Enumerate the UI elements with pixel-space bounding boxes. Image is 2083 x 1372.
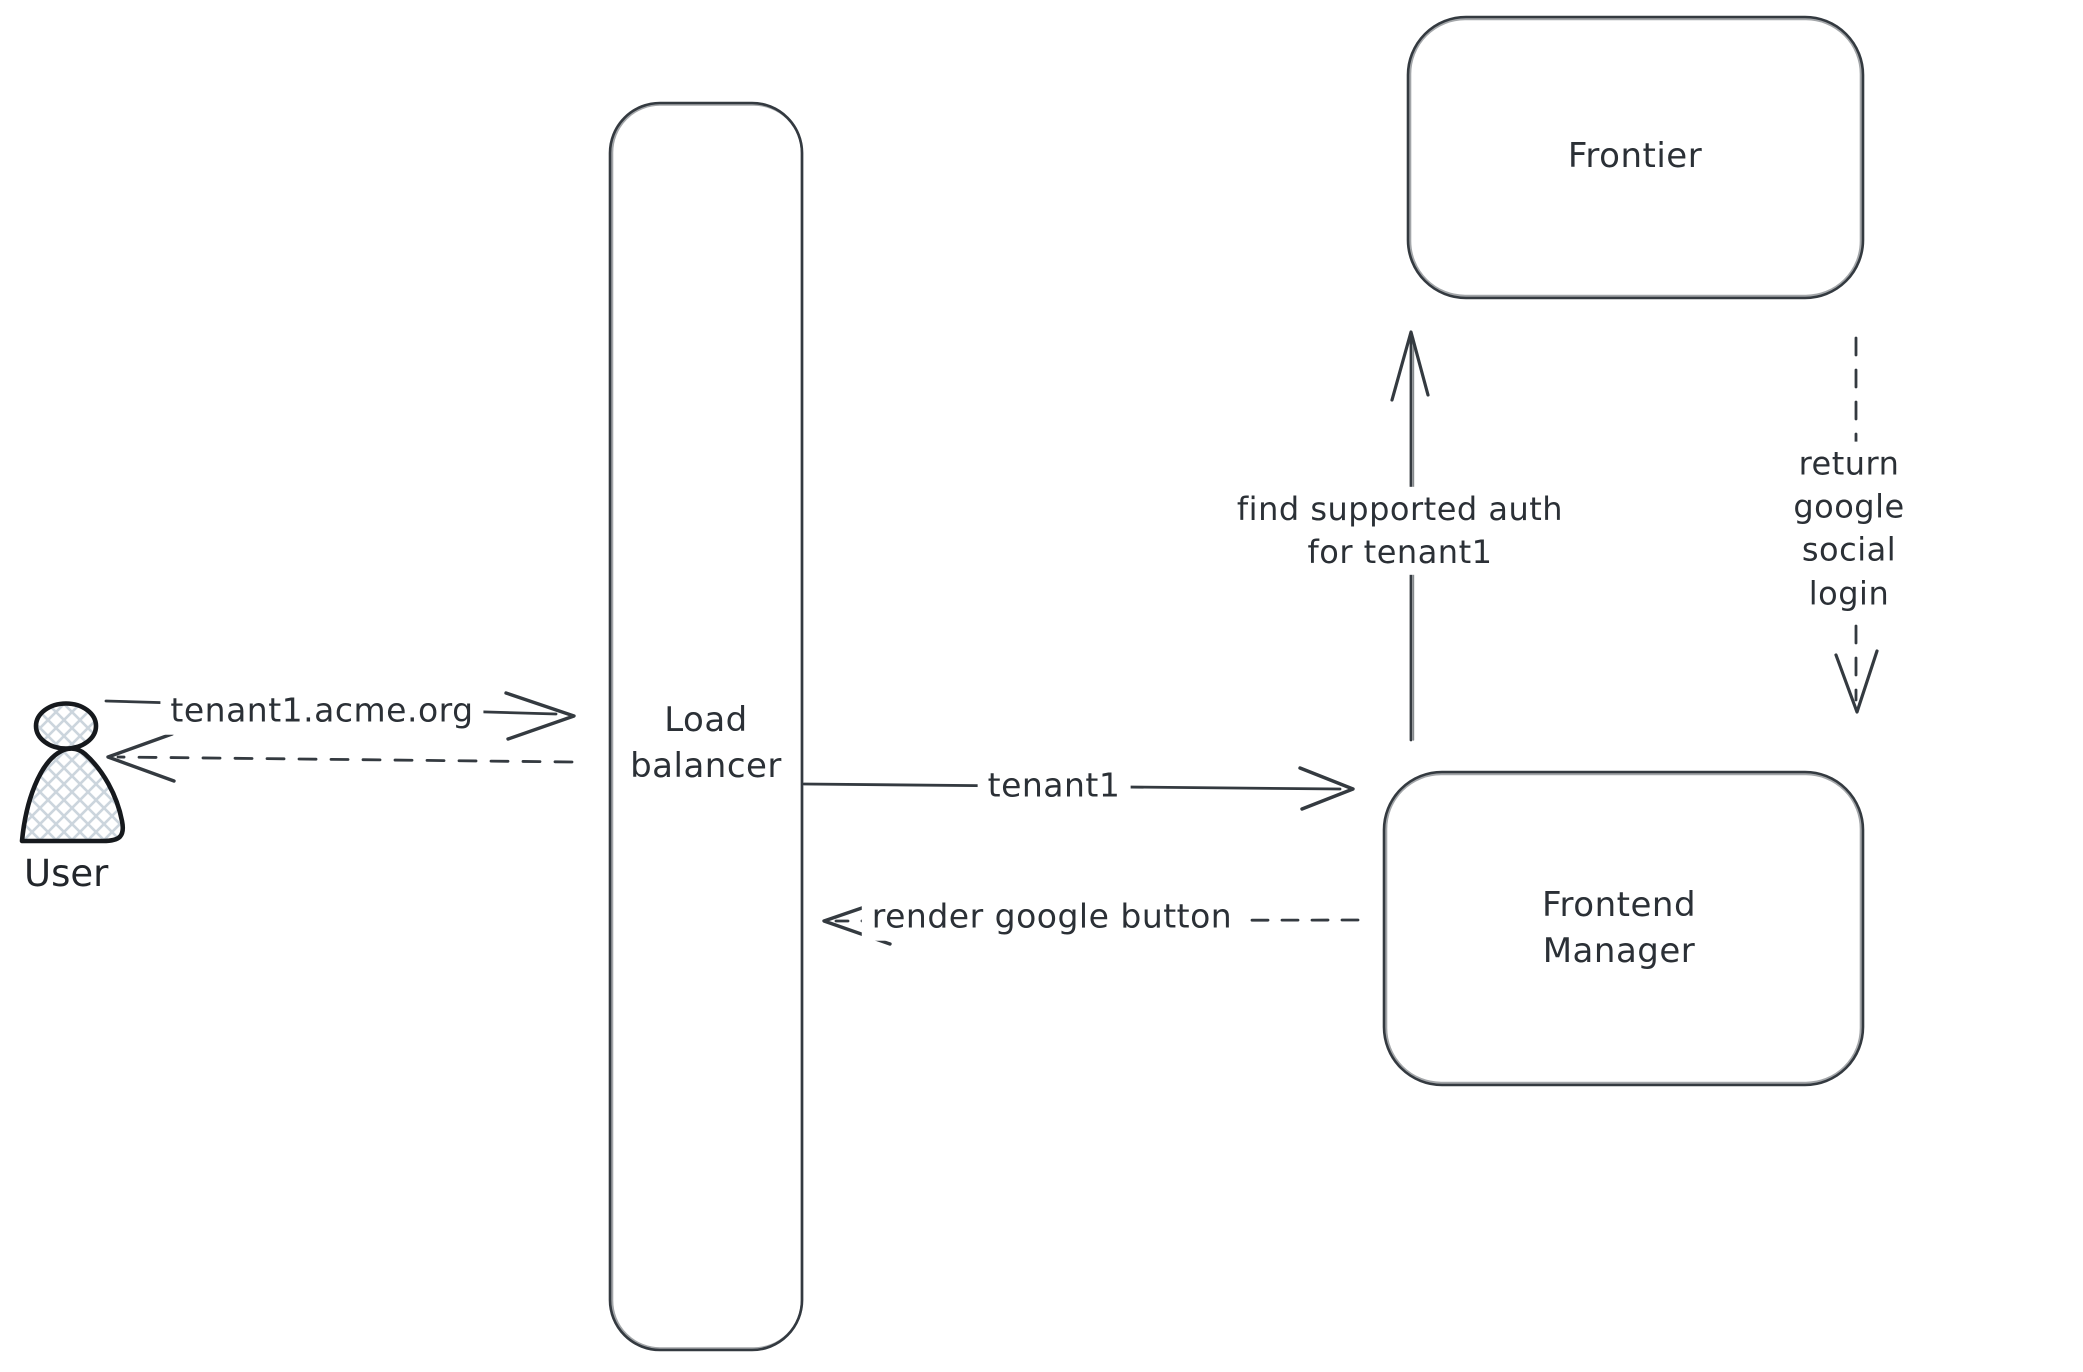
frontend-manager-label: Frontend Manager [1541, 885, 1697, 971]
load-balancer-label: Load balancer [630, 700, 782, 786]
arrow-return-login [1834, 336, 1879, 714]
frontier-box [1406, 15, 1865, 300]
frontend-manager-box [1382, 770, 1865, 1087]
arrow-user-response [106, 732, 574, 783]
frontier-label: Frontier [1567, 136, 1703, 177]
arrow-label-tenant-forward: tenant1 [977, 762, 1131, 810]
arrow-label-return-login: return google social login [1732, 441, 1966, 617]
arrow-label-render-button: render google button [861, 893, 1243, 941]
arrow-label-find-auth: find supported auth for tenant1 [1226, 486, 1574, 576]
user-icon [19, 701, 126, 844]
user-node-label: User [24, 852, 109, 895]
load-balancer-box [608, 101, 804, 1352]
arrow-label-user-request: tenant1.acme.org [160, 687, 484, 735]
